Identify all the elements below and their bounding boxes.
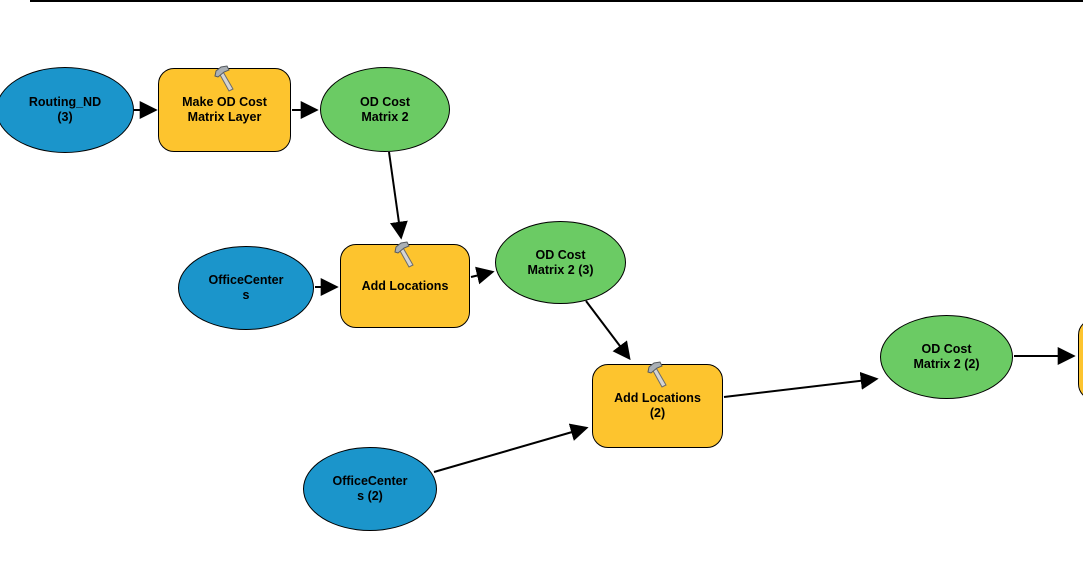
node-od-cost-matrix-2-3[interactable]: OD Cost Matrix 2 (3) [495,221,626,304]
hammer-icon [394,241,414,268]
node-routing-nd-3[interactable]: Routing_ND (3) [0,67,134,153]
hammer-icon [646,361,667,388]
node-label: Make OD Cost Matrix Layer [182,95,267,124]
node-add-locations-2[interactable]: Add Locations (2) [592,361,723,448]
connector-addlocations2-to-odmatrix2-2[interactable] [723,371,879,398]
connector-addlocations-to-odmatrix2-3[interactable] [470,266,495,285]
node-od-cost-matrix-2-2[interactable]: OD Cost Matrix 2 (2) [880,315,1013,399]
node-make-od-cost-matrix-layer[interactable]: Make OD Cost Matrix Layer [158,65,291,152]
node-label: OfficeCenter s (2) [332,474,408,503]
node-label: OD Cost Matrix 2 [360,94,410,124]
connector-odmatrix2-3-to-addlocations2[interactable] [585,300,631,361]
node-label: OfficeCenter s [208,273,284,302]
node-add-locations[interactable]: Add Locations [340,241,470,328]
node-label: Add Locations (2) [614,391,701,420]
connector-odmatrix2-to-addlocations[interactable] [388,151,408,240]
node-officecenters[interactable]: OfficeCenter s [178,246,314,330]
node-label: OD Cost Matrix 2 (3) [527,247,594,277]
node-label: OD Cost Matrix 2 (2) [913,342,980,371]
node-label: Add Locations [361,278,449,293]
node-partial-tool-right-edge[interactable] [1078,319,1083,400]
connector-officecenters2-to-addlocations2[interactable] [433,423,589,473]
node-label: Routing_ND (3) [28,95,102,124]
hammer-icon [213,65,234,92]
node-officecenters-2[interactable]: OfficeCenter s (2) [303,447,437,531]
top-edge-line [30,0,1083,2]
node-od-cost-matrix-2[interactable]: OD Cost Matrix 2 [320,67,450,152]
